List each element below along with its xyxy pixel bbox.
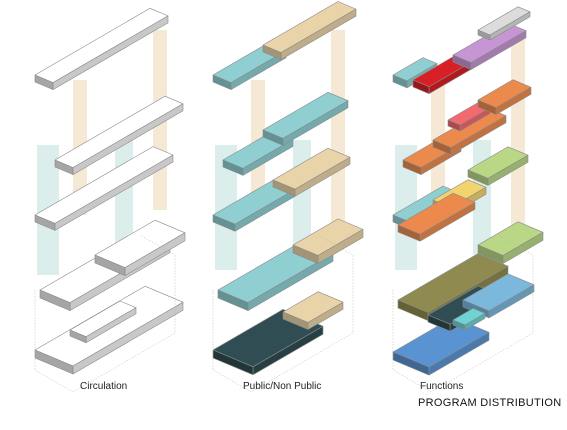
circ-frame: [34, 234, 176, 393]
fun-floor0-slab2-side: [452, 54, 472, 70]
pub-floor2-slab0-side: [212, 214, 236, 232]
fun-floor1-slab2-side: [447, 119, 461, 132]
fun-band-3: [511, 30, 525, 230]
fun-floor1-slab0-side: [402, 159, 422, 175]
pub-floor0-slab1-side: [262, 44, 282, 60]
circ-floor4-slab0-side: [34, 349, 74, 375]
circ-floor2-slab0-side: [34, 214, 56, 231]
pub-floor1-slab0-side: [222, 159, 244, 176]
functions-column: [392, 6, 544, 393]
pub-floor2-slab1-side: [272, 179, 296, 197]
circ-floor0-slab0-top: [34, 8, 169, 83]
public-nonpublic-column: [212, 1, 364, 393]
circ-floor3-slab1-side: [94, 254, 126, 276]
fun-floor2-slab2-side: [467, 169, 489, 186]
fun-floor3-slab0-side: [397, 224, 421, 242]
label-functions: Functions: [420, 381, 464, 392]
fun-frame: [392, 234, 534, 393]
circ-floor4-slab1-side: [69, 329, 87, 344]
pub-floor4-slab1-side: [282, 311, 309, 330]
pub-floor1-slab1-side: [262, 129, 284, 146]
fun-floor0-slab0-side: [392, 74, 408, 89]
label-circulation: Circulation: [80, 381, 128, 392]
circ-floor3-slab0-side: [39, 289, 71, 311]
pub-band-3: [331, 30, 345, 230]
fun-floor0-slab1-side: [412, 79, 430, 94]
circ-floor1-slab0-side: [54, 159, 74, 175]
fun-floor4-slab1-side: [477, 244, 504, 264]
pub-frame: [212, 234, 354, 393]
pub-floor4-slab0-side: [212, 349, 254, 376]
fun-floor1-slab3-side: [477, 99, 497, 115]
fun-floor5-slab1-side: [427, 314, 451, 332]
circ-floor0-slab0-front: [52, 15, 169, 90]
circulation-column: [34, 8, 186, 393]
fun-floor5-slab3-side: [452, 319, 466, 331]
pub-floor3-slab1-side: [292, 244, 319, 264]
fun-floor0-slab3-side: [477, 29, 491, 41]
circ-floor0-slab0-side: [34, 74, 54, 90]
pub-floor0-slab0-side: [212, 74, 232, 90]
pub-floor3-slab0-side: [217, 289, 249, 311]
fun-floor1-slab1-side: [432, 139, 452, 155]
label-public-non-public: Public/Non Public: [243, 381, 322, 392]
diagram-title: PROGRAM DISTRIBUTION: [418, 397, 562, 409]
